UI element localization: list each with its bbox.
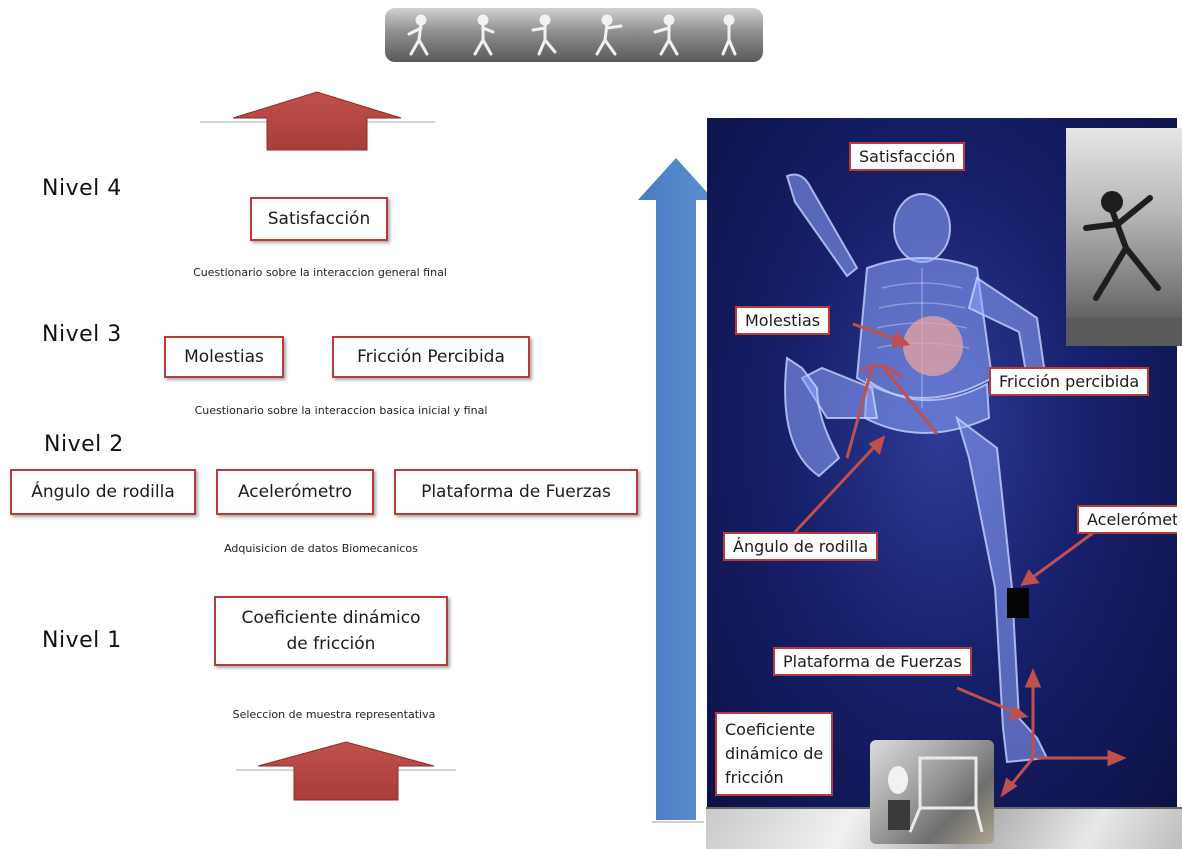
coeficiente-friccion-box: Coeficiente dinámico de fricción (214, 596, 448, 666)
caption-level-3: Cuestionario sobre la interaccion basica… (195, 404, 488, 417)
friction-tester-photo (870, 740, 994, 844)
panel-coef-line-3: fricción (725, 766, 823, 790)
walker-silhouettes (385, 8, 763, 62)
panel-friccion-percibida-label: Fricción percibida (989, 367, 1149, 396)
bottom-up-arrow (232, 738, 460, 804)
coeficiente-line-1: Coeficiente dinámico (241, 605, 420, 631)
acelerometro-box: Acelerómetro (216, 469, 374, 515)
satisfaccion-box: Satisfacción (250, 197, 388, 241)
caption-level-1: Seleccion de muestra representativa (233, 708, 436, 721)
accelerometer-sensor (1007, 588, 1029, 618)
panel-acelerometro-label: Acelerómetro (1077, 505, 1177, 534)
panel-plataforma-label: Plataforma de Fuerzas (773, 647, 972, 676)
discomfort-highlight (903, 316, 963, 376)
level-3-label: Nivel 3 (42, 322, 122, 347)
panel-angulo-rodilla-label: Ángulo de rodilla (723, 532, 878, 561)
molestias-box: Molestias (164, 336, 284, 378)
angulo-rodilla-box: Ángulo de rodilla (10, 469, 196, 515)
coeficiente-line-2: de fricción (287, 631, 376, 657)
panel-molestias-label: Molestias (735, 306, 830, 335)
panel-satisfaccion-label: Satisfacción (849, 142, 965, 171)
level-2-label: Nivel 2 (44, 432, 124, 457)
panel-coef-line-2: dinámico de (725, 742, 823, 766)
slip-fall-photo (1066, 128, 1182, 346)
friction-tester-device (870, 740, 994, 844)
top-up-arrow (195, 90, 440, 152)
plataforma-fuerzas-box: Plataforma de Fuerzas (394, 469, 638, 515)
caption-level-4: Cuestionario sobre la interaccion genera… (193, 266, 447, 279)
falling-person-figure (1066, 128, 1182, 346)
tall-blue-up-arrow (634, 156, 718, 828)
friccion-percibida-box: Fricción Percibida (332, 336, 530, 378)
walking-filmstrip-image (385, 8, 763, 62)
caption-level-2: Adquisicion de datos Biomecanicos (224, 542, 418, 555)
panel-coeficiente-label: Coeficiente dinámico de fricción (715, 712, 833, 796)
level-1-label: Nivel 1 (42, 628, 122, 653)
panel-coef-line-1: Coeficiente (725, 718, 823, 742)
level-4-label: Nivel 4 (42, 176, 122, 201)
